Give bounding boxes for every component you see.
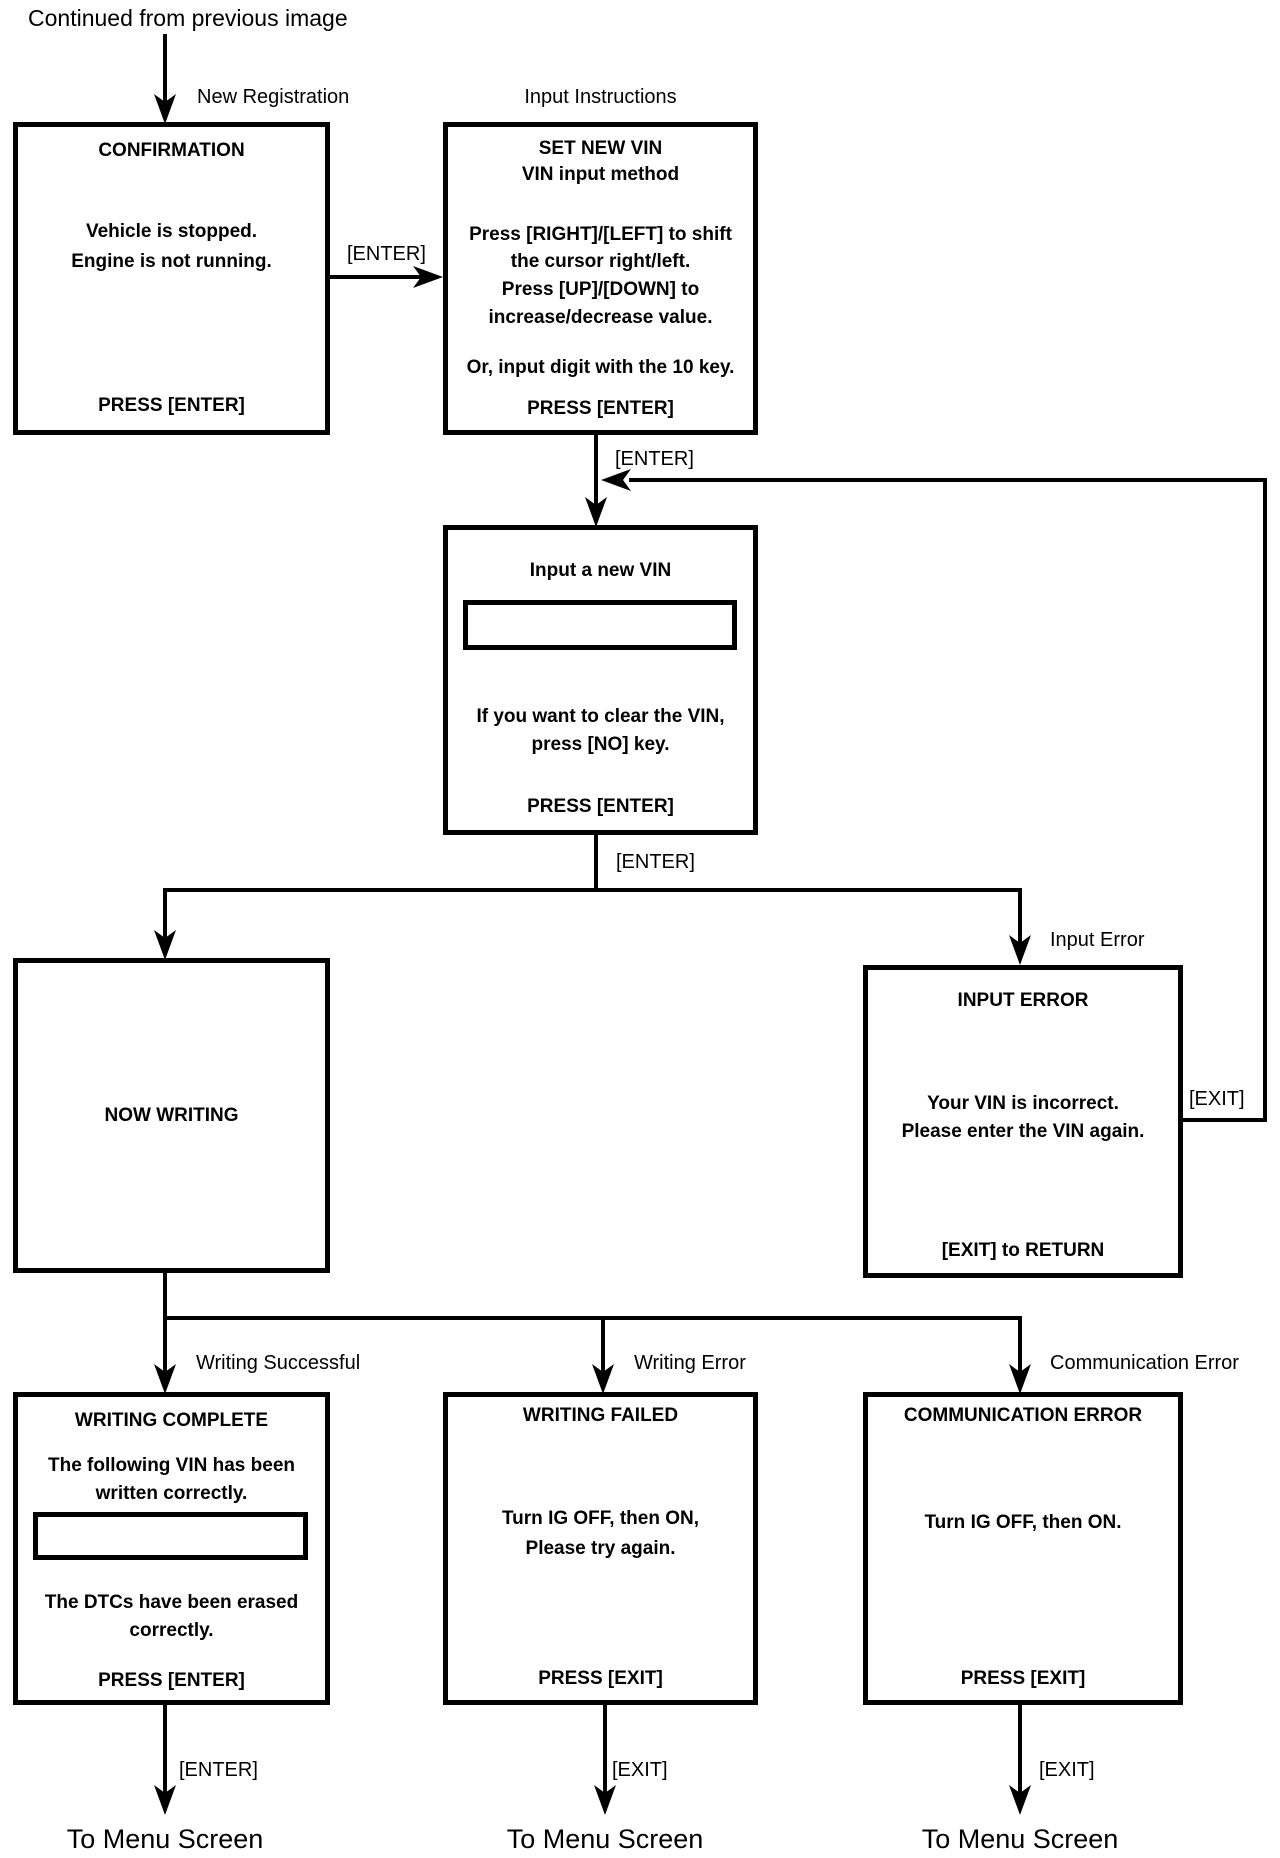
node-writing-complete: WRITING COMPLETE The following VIN has b… bbox=[13, 1392, 330, 1705]
set-new-vin-footer: PRESS [ENTER] bbox=[527, 398, 674, 419]
node-now-writing: NOW WRITING bbox=[13, 958, 330, 1273]
to-menu-screen-middle: To Menu Screen bbox=[506, 1824, 704, 1854]
edge-label-input-instructions: Input Instructions bbox=[524, 86, 677, 108]
node-communication-error: COMMUNICATION ERROR Turn IG OFF, then ON… bbox=[863, 1392, 1183, 1705]
arrow-writing-complete-to-menu bbox=[154, 1705, 176, 1815]
confirmation-title: CONFIRMATION bbox=[98, 140, 245, 161]
to-menu-screen-right: To Menu Screen bbox=[921, 1824, 1119, 1854]
node-input-vin: Input a new VIN If you want to clear the… bbox=[443, 525, 758, 835]
arrow-branch1-to-input-error bbox=[1009, 888, 1031, 965]
input-vin-footer: PRESS [ENTER] bbox=[527, 796, 674, 817]
edge-label-new-registration: New Registration bbox=[197, 86, 350, 108]
communication-error-title: COMMUNICATION ERROR bbox=[903, 1405, 1143, 1426]
set-new-vin-line4: the cursor right/left. bbox=[510, 251, 691, 272]
writing-failed-footer: PRESS [EXIT] bbox=[538, 1668, 663, 1689]
communication-error-line1: Turn IG OFF, then ON. bbox=[924, 1512, 1122, 1533]
writing-complete-footer: PRESS [ENTER] bbox=[98, 1670, 245, 1691]
continued-note: Continued from previous image bbox=[28, 5, 348, 31]
input-vin-line1: If you want to clear the VIN, bbox=[476, 706, 725, 727]
input-error-line2: Please enter the VIN again. bbox=[901, 1121, 1145, 1142]
arrow-entry-to-confirmation bbox=[154, 34, 176, 124]
set-new-vin-line6: increase/decrease value. bbox=[488, 307, 713, 328]
connector-now-writing-down bbox=[163, 1272, 1022, 1320]
writing-failed-line1: Turn IG OFF, then ON, bbox=[501, 1508, 700, 1529]
arrow-branch2-to-communication-error bbox=[1009, 1316, 1031, 1394]
node-input-error: INPUT ERROR Your VIN is incorrect. Pleas… bbox=[863, 965, 1183, 1278]
connector-input-vin-down bbox=[163, 835, 1022, 892]
writing-complete-line1: The following VIN has been bbox=[47, 1455, 296, 1476]
arrow-branch1-to-now-writing bbox=[154, 888, 176, 960]
written-vin-field bbox=[33, 1512, 308, 1560]
vin-input-field[interactable] bbox=[463, 600, 737, 650]
writing-failed-title: WRITING FAILED bbox=[522, 1405, 679, 1426]
edge-label-input-error: Input Error bbox=[1050, 929, 1145, 951]
input-vin-line2: press [NO] key. bbox=[531, 734, 670, 755]
confirmation-line2: Engine is not running. bbox=[71, 251, 272, 272]
edge-label-writing-error: Writing Error bbox=[634, 1352, 746, 1374]
writing-complete-title: WRITING COMPLETE bbox=[74, 1410, 269, 1431]
input-error-line1: Your VIN is incorrect. bbox=[927, 1093, 1119, 1114]
confirmation-line1: Vehicle is stopped. bbox=[85, 221, 258, 242]
edge-label-exit-bottom-right: [EXIT] bbox=[1039, 1759, 1095, 1781]
arrow-branch2-to-writing-failed bbox=[592, 1316, 614, 1394]
writing-complete-line3: The DTCs have been erased bbox=[44, 1592, 299, 1613]
edge-label-exit-loop: [EXIT] bbox=[1189, 1088, 1245, 1110]
node-confirmation: CONFIRMATION Vehicle is stopped. Engine … bbox=[13, 122, 330, 435]
arrow-branch2-to-writing-complete bbox=[154, 1316, 176, 1394]
writing-failed-line2: Please try again. bbox=[525, 1538, 676, 1559]
set-new-vin-line3: Press [RIGHT]/[LEFT] to shift bbox=[469, 224, 732, 245]
edge-label-enter-1: [ENTER] bbox=[347, 243, 426, 265]
input-error-footer: [EXIT] to RETURN bbox=[941, 1240, 1105, 1261]
arrow-instructions-to-input-vin bbox=[585, 435, 607, 527]
edge-label-enter-3: [ENTER] bbox=[616, 851, 695, 873]
now-writing-title: NOW WRITING bbox=[104, 1104, 239, 1126]
communication-error-footer: PRESS [EXIT] bbox=[960, 1668, 1086, 1689]
to-menu-screen-left: To Menu Screen bbox=[66, 1824, 264, 1854]
input-vin-title: Input a new VIN bbox=[529, 560, 672, 581]
confirmation-footer: PRESS [ENTER] bbox=[98, 395, 245, 416]
edge-label-enter-bottom: [ENTER] bbox=[179, 1759, 258, 1781]
edge-label-enter-2: [ENTER] bbox=[615, 448, 694, 470]
set-new-vin-line1: SET NEW VIN bbox=[538, 138, 663, 159]
writing-complete-line2: written correctly. bbox=[95, 1483, 248, 1504]
writing-complete-line4: correctly. bbox=[129, 1620, 214, 1641]
arrow-communication-error-to-menu bbox=[1009, 1705, 1031, 1815]
set-new-vin-line7: Or, input digit with the 10 key. bbox=[466, 357, 735, 378]
edge-label-writing-successful: Writing Successful bbox=[196, 1352, 361, 1374]
node-writing-failed: WRITING FAILED Turn IG OFF, then ON, Ple… bbox=[443, 1392, 758, 1705]
set-new-vin-line2: VIN input method bbox=[521, 164, 680, 185]
node-set-new-vin: SET NEW VIN VIN input method Press [RIGH… bbox=[443, 122, 758, 435]
input-error-title: INPUT ERROR bbox=[957, 990, 1089, 1011]
edge-label-communication-error: Communication Error bbox=[1050, 1352, 1239, 1374]
set-new-vin-line5: Press [UP]/[DOWN] to bbox=[501, 279, 700, 300]
arrow-confirmation-to-instructions bbox=[330, 266, 443, 288]
edge-label-exit-bottom-middle: [EXIT] bbox=[612, 1759, 668, 1781]
